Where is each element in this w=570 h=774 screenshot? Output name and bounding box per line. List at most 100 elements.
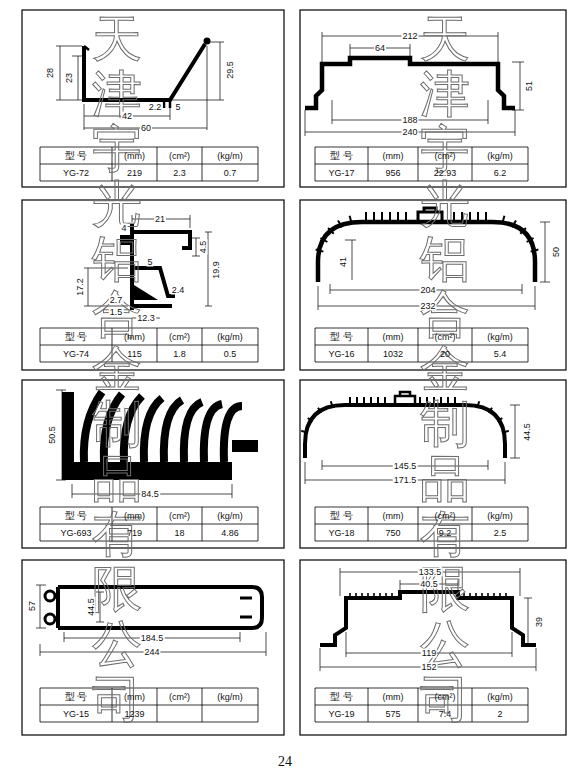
- table-rule: [40, 688, 258, 689]
- table-cell: YG-16: [328, 349, 354, 358]
- dimension-label: 44.5: [87, 597, 96, 617]
- table-header: 型 号: [330, 332, 353, 342]
- table-cell: 2: [497, 709, 502, 718]
- table-rule: [528, 328, 529, 362]
- dimension-lines: [305, 405, 520, 484]
- table-cell: 115: [127, 349, 141, 358]
- fin: [397, 212, 399, 220]
- table-rule: [157, 507, 158, 541]
- fin: [502, 216, 504, 224]
- fin: [485, 212, 487, 220]
- table-cell: 750: [385, 528, 400, 537]
- fin: [367, 593, 369, 597]
- panel-border: [22, 560, 284, 735]
- table-rule: [418, 147, 419, 181]
- table-cell: (cm²): [435, 151, 456, 160]
- table-rule: [40, 181, 258, 182]
- dimension-label: 23: [65, 72, 74, 84]
- fin: [373, 593, 375, 597]
- fin: [481, 593, 483, 597]
- table-header: 型 号: [65, 332, 88, 342]
- dimension-label: 19.9: [212, 260, 221, 280]
- table-header: 型 号: [65, 151, 88, 161]
- table-cell: 9.2: [439, 528, 452, 537]
- dimension-label: 2.4: [171, 286, 186, 295]
- profile-outline: [305, 405, 505, 458]
- table-cell: 0.7: [224, 168, 237, 177]
- dimension-label: 42: [121, 112, 133, 121]
- table-rule: [40, 328, 41, 362]
- fin: [184, 402, 202, 462]
- table-rule: [40, 147, 258, 148]
- fin: [204, 404, 222, 462]
- screw-channel: [45, 614, 55, 624]
- dimension-label: 5: [146, 258, 153, 267]
- dimension-label: 5: [174, 103, 181, 112]
- table-cell: (mm): [383, 332, 404, 341]
- table-cell: (kg/m): [217, 692, 243, 701]
- fin: [405, 212, 407, 220]
- table-rule: [258, 507, 259, 541]
- fin: [503, 431, 509, 433]
- table-rule: [157, 147, 158, 181]
- dimension-label: 84.5: [140, 490, 160, 499]
- table-cell: YG-19: [328, 709, 354, 718]
- table-rule: [368, 147, 369, 181]
- table-cell: 219: [127, 168, 142, 177]
- table-cell: (mm): [124, 332, 145, 341]
- dimension-label: 44.5: [523, 422, 532, 442]
- table-cell: YG-15: [63, 709, 89, 718]
- dimension-label: 21: [154, 215, 166, 224]
- table-rule: [258, 688, 259, 722]
- table-cell: (kg/m): [217, 332, 243, 341]
- dimension-label: 17.2: [76, 277, 85, 297]
- table-cell: (cm²): [435, 692, 456, 701]
- fin: [493, 593, 495, 597]
- table-cell: 4.86: [221, 528, 239, 537]
- table-cell: (cm²): [169, 692, 190, 701]
- fin: [164, 400, 182, 462]
- panel-border: [22, 380, 284, 548]
- fin: [497, 418, 502, 422]
- profile-outline: [58, 587, 262, 628]
- watermark: 天津宇光铝合金制品有限公司: [92, 12, 142, 727]
- center-slot: [395, 392, 415, 403]
- table-rule: [40, 147, 41, 181]
- table-cell: 1032: [383, 349, 403, 358]
- table-rule: [40, 507, 258, 508]
- dimension-label: 40.5: [419, 580, 439, 589]
- dimension-label: 188: [401, 116, 418, 125]
- table-rule: [40, 541, 258, 542]
- table-rule: [528, 507, 529, 541]
- dimension-label: 39: [535, 616, 544, 628]
- table-rule: [418, 507, 419, 541]
- fin: [301, 431, 307, 433]
- table-cell: (cm²): [169, 151, 190, 160]
- fins: [301, 397, 508, 433]
- fin: [373, 212, 375, 220]
- panel-border: [22, 200, 284, 370]
- dimension-label: 240: [401, 128, 418, 137]
- table-rule: [40, 524, 258, 525]
- dimension-label: 12.3: [136, 314, 156, 323]
- fin: [318, 408, 322, 413]
- table-rule: [315, 688, 316, 722]
- fin: [477, 212, 479, 220]
- fin: [349, 397, 351, 403]
- table-cell: (mm): [383, 511, 404, 520]
- fin: [391, 593, 393, 597]
- table-rule: [40, 345, 258, 346]
- fin: [389, 212, 391, 220]
- fin: [350, 216, 352, 224]
- table-cell: (kg/m): [217, 511, 243, 520]
- table-cell: (cm²): [169, 332, 190, 341]
- table-header: 型 号: [330, 511, 353, 521]
- table-cell: (kg/m): [487, 511, 513, 520]
- table-rule: [40, 722, 258, 723]
- table-header: 型 号: [65, 511, 88, 521]
- fin: [379, 593, 381, 597]
- table-cell: (cm²): [435, 332, 456, 341]
- panel-border: [22, 10, 284, 187]
- table-header: 型 号: [330, 151, 353, 161]
